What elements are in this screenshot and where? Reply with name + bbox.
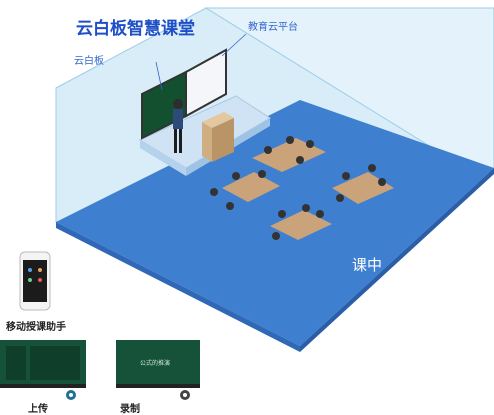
mobile-phone: [19, 251, 51, 311]
record-screen-text: 公式的推演: [140, 360, 171, 367]
teacher-figure: [173, 99, 183, 153]
desk-group-2: [210, 170, 280, 210]
classroom-zone-label: 课中: [352, 256, 383, 274]
lectern: [202, 112, 234, 162]
right-wall: [204, 7, 494, 173]
desk-group-1: [252, 136, 326, 172]
whiteboard-label: 云白板: [74, 56, 104, 67]
cloud-platform-screen: [185, 48, 227, 118]
desk-group-4: [270, 204, 332, 240]
upload-screenshot: [0, 340, 86, 388]
phone-caption: 移动授课助手: [6, 322, 66, 333]
upload-caption: 上传: [28, 404, 48, 415]
floor: [56, 100, 494, 346]
desk-group-3: [332, 164, 394, 204]
record-screenshot: [116, 340, 200, 388]
cloud-platform-label: 教育云平台: [248, 22, 298, 33]
record-caption: 录制: [120, 404, 140, 415]
page-title: 云白板智慧课堂: [76, 19, 195, 39]
